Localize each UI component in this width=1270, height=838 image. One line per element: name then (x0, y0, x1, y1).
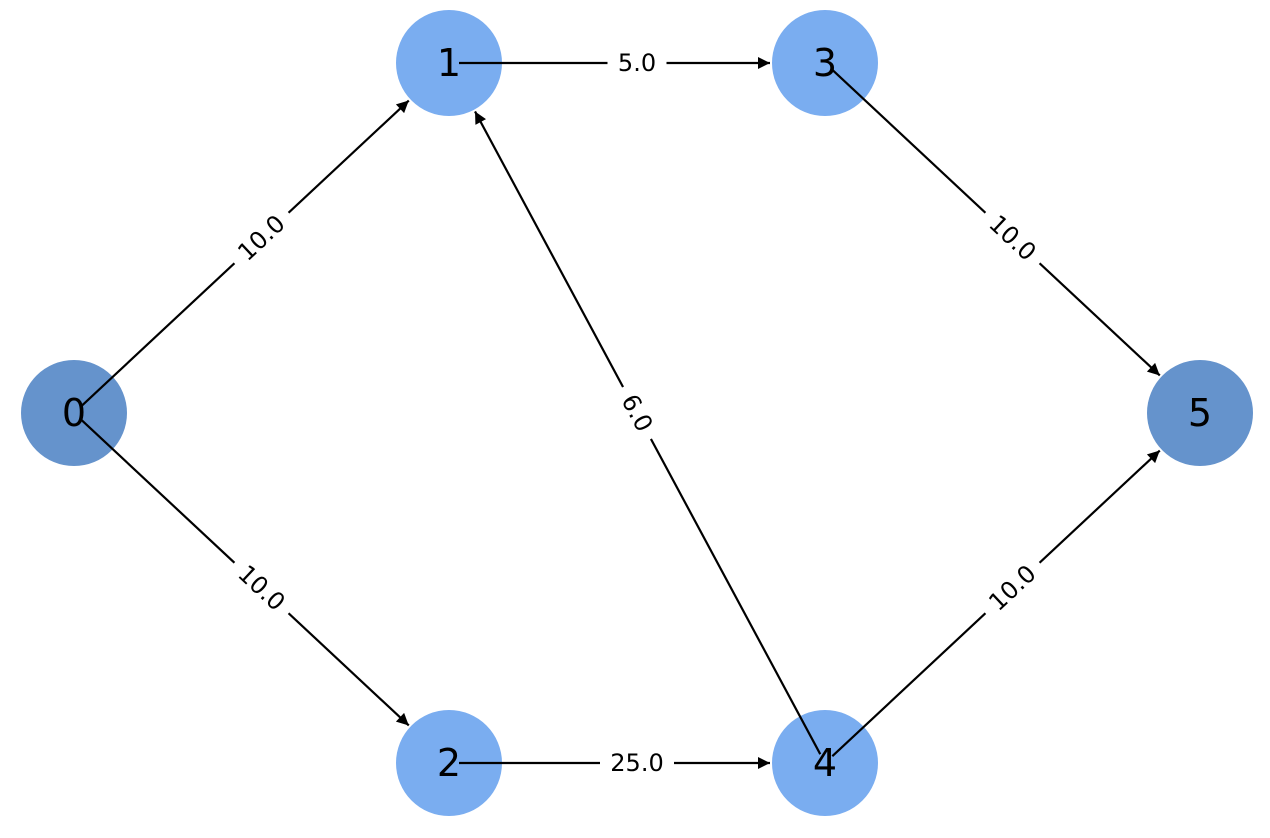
node-2: 2 (396, 710, 502, 816)
edge-label-background (223, 551, 300, 625)
node-layer: 0 1 2 3 4 5 (21, 10, 1253, 816)
node-circle (21, 360, 127, 466)
node-5: 5 (1147, 360, 1253, 466)
edge-label-background (600, 747, 674, 779)
node-label: 2 (437, 741, 461, 785)
node-circle (772, 710, 878, 816)
node-circle (396, 710, 502, 816)
edge-label-background (607, 47, 667, 79)
node-circle (396, 10, 502, 116)
node-4: 4 (772, 710, 878, 816)
edge-label-4-1: 6.0 (608, 379, 666, 447)
edge-label-1-3: 5.0 (607, 47, 667, 79)
node-label: 5 (1188, 391, 1212, 435)
edge-weight: 5.0 (618, 49, 656, 77)
edge-label-background (608, 379, 666, 447)
node-circle (1147, 360, 1253, 466)
edge-label-2-4: 25.0 (600, 747, 674, 779)
node-label: 1 (437, 41, 461, 85)
node-label: 0 (62, 391, 86, 435)
node-0: 0 (21, 360, 127, 466)
edge-weight: 25.0 (610, 749, 663, 777)
edge-label-background (974, 201, 1051, 275)
edge-label-background (974, 551, 1051, 625)
node-circle (772, 10, 878, 116)
node-1: 1 (396, 10, 502, 116)
node-3: 3 (772, 10, 878, 116)
edge-label-background (223, 201, 300, 275)
node-label: 3 (813, 41, 837, 85)
